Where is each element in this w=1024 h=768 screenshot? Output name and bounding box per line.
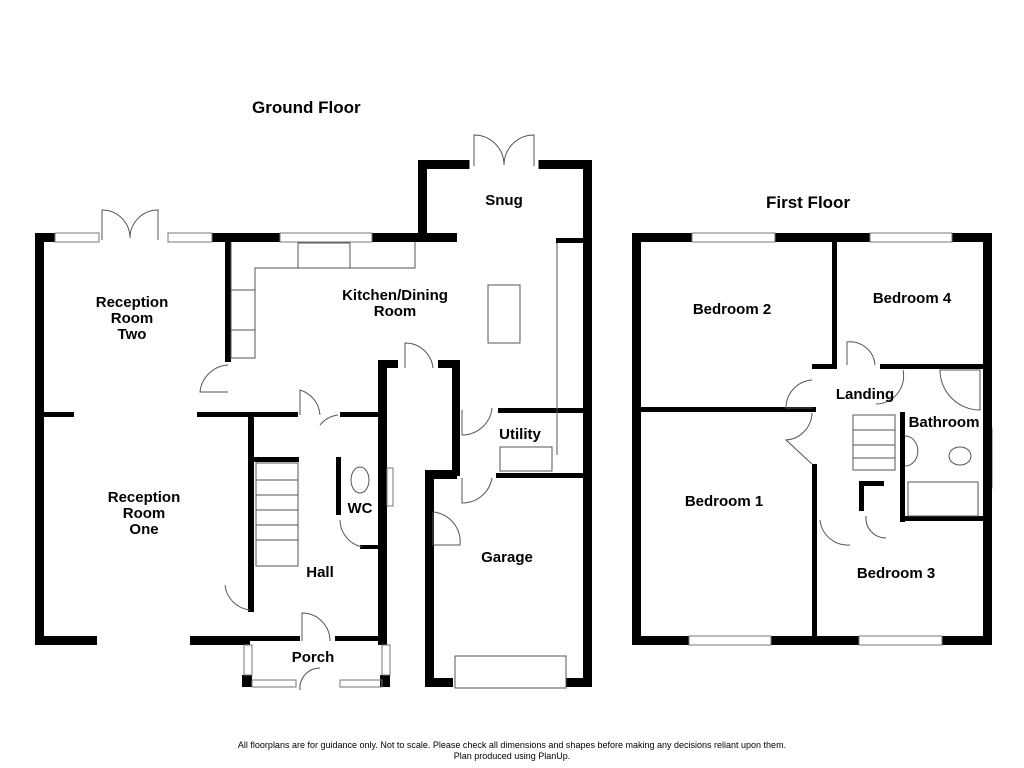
room-hall[interactable]: Hall — [306, 564, 334, 581]
ground-floor-title: Ground Floor — [252, 98, 361, 117]
first-floor-fixtures — [688, 232, 981, 646]
room-bedroom-4[interactable]: Bedroom 4 — [872, 290, 952, 307]
disclaimer-footer: All floorplans are for guidance only. No… — [0, 740, 1024, 762]
ground-floor-walls — [35, 160, 592, 687]
room-bedroom-1[interactable]: Bedroom 1 — [684, 493, 764, 510]
disclaimer-line-2: Plan produced using PlanUp. — [453, 751, 571, 761]
room-landing[interactable]: Landing — [835, 386, 895, 403]
room-wc[interactable]: WC — [347, 500, 373, 517]
room-reception-two[interactable]: Reception Room Two — [95, 294, 169, 343]
room-utility[interactable]: Utility — [499, 426, 541, 443]
room-garage[interactable]: Garage — [481, 549, 533, 566]
room-bedroom-3[interactable]: Bedroom 3 — [856, 565, 936, 582]
ground-floor-fixtures — [54, 134, 993, 691]
first-floor-title: First Floor — [766, 193, 851, 212]
disclaimer-line-1: All floorplans are for guidance only. No… — [237, 740, 787, 750]
room-reception-one[interactable]: Reception Room One — [107, 489, 181, 538]
room-snug[interactable]: Snug — [485, 192, 523, 209]
room-bathroom[interactable]: Bathroom — [908, 414, 980, 431]
room-porch[interactable]: Porch — [291, 649, 335, 666]
room-kitchen-dining[interactable]: Kitchen/Dining Room — [342, 287, 448, 320]
room-bedroom-2[interactable]: Bedroom 2 — [692, 301, 772, 318]
first-floor-walls — [632, 233, 992, 645]
